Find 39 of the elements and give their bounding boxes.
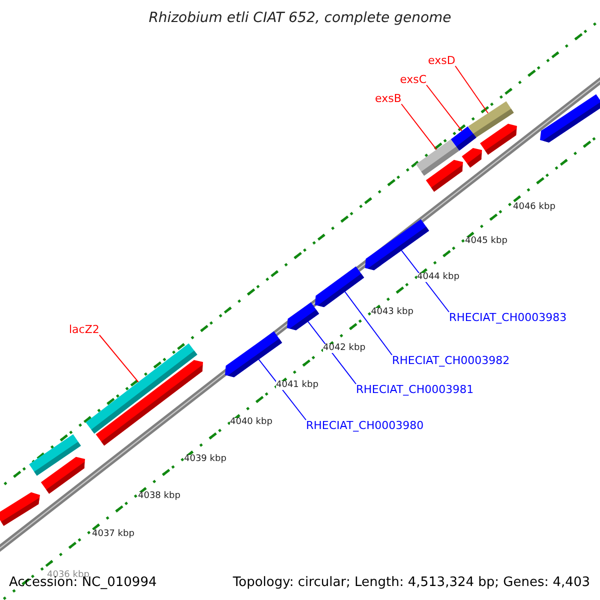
gene-label: exsB: [375, 93, 402, 104]
scale-label: 4041 kbp: [276, 381, 318, 390]
leader-line: [426, 84, 462, 132]
gene-label: RHECIAT_CH0003983: [449, 312, 567, 323]
gene-feature-bar: [0, 492, 40, 526]
gene-label: lacZ2: [69, 324, 100, 335]
gene-feature-bar: [287, 302, 320, 330]
leader-line: [454, 66, 488, 114]
gene-feature-bar: [225, 331, 282, 378]
scale-label: 4042 kbp: [323, 344, 366, 353]
scale-label: 4039 kbp: [184, 455, 226, 464]
leader-line: [98, 334, 139, 383]
gene-feature-bar: [540, 94, 600, 142]
scale-label: 4044 kbp: [417, 273, 460, 282]
scale-label: 4040 kbp: [230, 418, 272, 427]
leader-line: [308, 321, 356, 384]
gene-label: exsC: [400, 74, 426, 85]
scale-label: 4037 kbp: [92, 530, 134, 539]
genome-info-text: Topology: circular; Length: 4,513,324 bp; Genes: 4,403: [232, 576, 590, 589]
scale-label: 4038 kbp: [138, 492, 180, 501]
gene-label: RHECIAT_CH0003982: [392, 355, 510, 366]
scale-label: 4043 kbp: [371, 308, 414, 317]
gene-feature-bar: [480, 124, 517, 155]
gene-label: exsD: [428, 55, 456, 66]
leader-line: [401, 250, 450, 312]
gene-feature-bar: [40, 456, 85, 494]
gene-feature-bar: [365, 219, 430, 270]
gene-feature-bar: [315, 266, 364, 308]
scale-label: 4045 kbp: [465, 237, 508, 246]
gene-feature-bar: [96, 360, 203, 446]
gene-feature-bar: [426, 160, 463, 192]
gene-label: RHECIAT_CH0003981: [356, 384, 474, 395]
diagram-title: Rhizobium etli CIAT 652, complete genome: [148, 11, 452, 25]
scale-label: 4046 kbp: [513, 203, 556, 212]
gene-feature-bar: [462, 148, 482, 168]
leader-line: [258, 358, 306, 420]
leader-line: [400, 104, 437, 150]
leader-line: [344, 291, 392, 356]
gene-label: RHECIAT_CH0003980: [306, 420, 424, 431]
